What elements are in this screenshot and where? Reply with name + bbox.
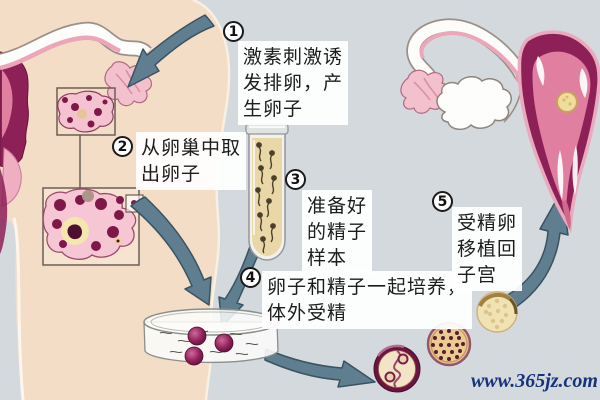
ovary-right bbox=[436, 76, 512, 130]
step-3-badge: 3 bbox=[285, 169, 306, 190]
step-5-badge: 5 bbox=[432, 191, 453, 212]
arrow-step2 bbox=[130, 196, 212, 306]
arrow-step1 bbox=[127, 14, 215, 88]
morula bbox=[426, 321, 472, 367]
egg-cells bbox=[184, 326, 234, 366]
fallopian-tube-left bbox=[0, 21, 152, 71]
ovary-zoom-box bbox=[42, 187, 144, 266]
uterine-cavity bbox=[532, 51, 591, 211]
dish-sperm bbox=[159, 329, 259, 356]
sperm-cells bbox=[255, 142, 277, 254]
fallopian-tube-right bbox=[406, 18, 529, 83]
step-4-label: 卵子和精子一起培养， 体外受精 bbox=[262, 271, 473, 329]
arrow-step4 bbox=[264, 348, 376, 388]
test-tube-sperm-sample bbox=[245, 123, 289, 261]
petri-dish-with-eggs bbox=[143, 308, 279, 366]
step-2-badge: 2 bbox=[112, 136, 133, 157]
step-4-badge: 4 bbox=[240, 267, 261, 288]
uterus-with-implanted-embryo bbox=[400, 18, 600, 234]
blastocyst bbox=[476, 291, 518, 333]
ovary-box bbox=[56, 87, 116, 136]
step-2-label: 从卵巢中取 出卵子 bbox=[136, 132, 247, 190]
implanted-embryo bbox=[556, 91, 578, 113]
step-1-label: 激素刺激诱 发排卵，产 生卵子 bbox=[238, 41, 349, 125]
watermark-url: www.365jz.com bbox=[470, 370, 598, 392]
step-5-label: 受精卵 移植回 子宫 bbox=[452, 207, 523, 291]
step-3-label: 准备好 的精子 样本 bbox=[302, 190, 373, 274]
step-1-badge: 1 bbox=[223, 21, 244, 42]
left-reproductive-anatomy bbox=[0, 21, 153, 266]
follicle bbox=[61, 217, 89, 245]
two-cell-embryo bbox=[373, 344, 421, 393]
